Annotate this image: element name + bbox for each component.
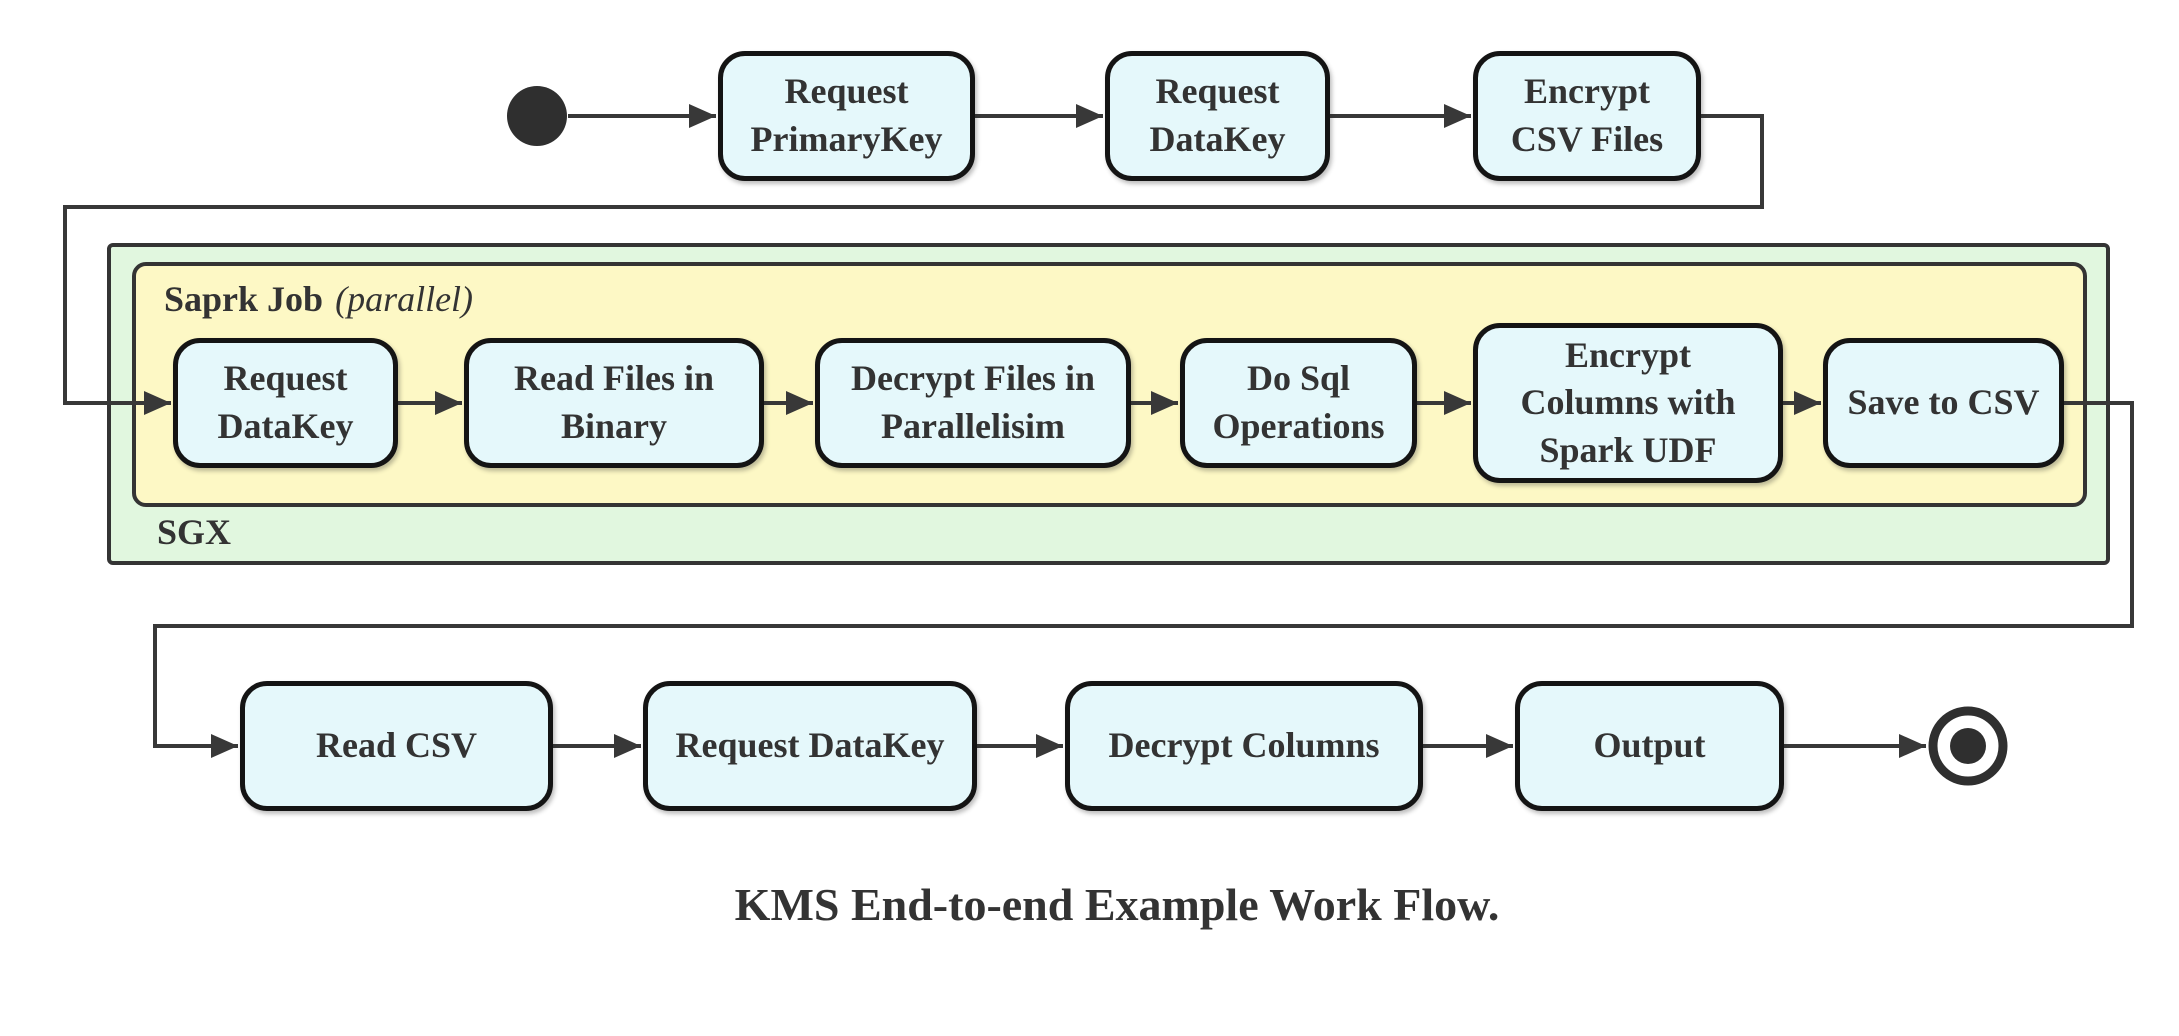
diagram-caption: KMS End-to-end Example Work Flow. [734,879,1500,930]
node-request-datakey-sgx: Request DataKey [173,338,398,468]
start-state-icon [507,86,567,146]
node-read-csv: Read CSV [240,681,553,811]
node-do-sql-operations: Do Sql Operations [1180,338,1417,468]
node-encrypt-columns-with-spark-udf: Encrypt Columns with Spark UDF [1473,323,1783,483]
node-read-files-in-binary: Read Files in Binary [464,338,764,468]
node-decrypt-columns: Decrypt Columns [1065,681,1423,811]
node-request-primarykey: Request PrimaryKey [718,51,975,181]
spark-job-annotation: (parallel) [335,279,474,319]
container-sgx-label: SGX [157,512,232,552]
edge-encrypt-csv-files-to-request-datakey-sgx [63,114,1764,415]
node-request-datakey-top: Request DataKey [1105,51,1330,181]
node-encrypt-csv-files: Encrypt CSV Files [1473,51,1701,181]
container-spark-job-label: Saprk Job (parallel) [164,278,473,320]
spark-job-title: Saprk Job [164,279,324,319]
node-save-to-csv: Save to CSV [1823,338,2064,468]
final-state-icon [1928,706,2008,786]
node-output: Output [1515,681,1784,811]
node-request-datakey-out: Request DataKey [643,681,977,811]
edge-save-to-csv-to-read-csv [153,401,2134,758]
node-decrypt-files-in-parallelisim: Decrypt Files in Parallelisim [815,338,1131,468]
